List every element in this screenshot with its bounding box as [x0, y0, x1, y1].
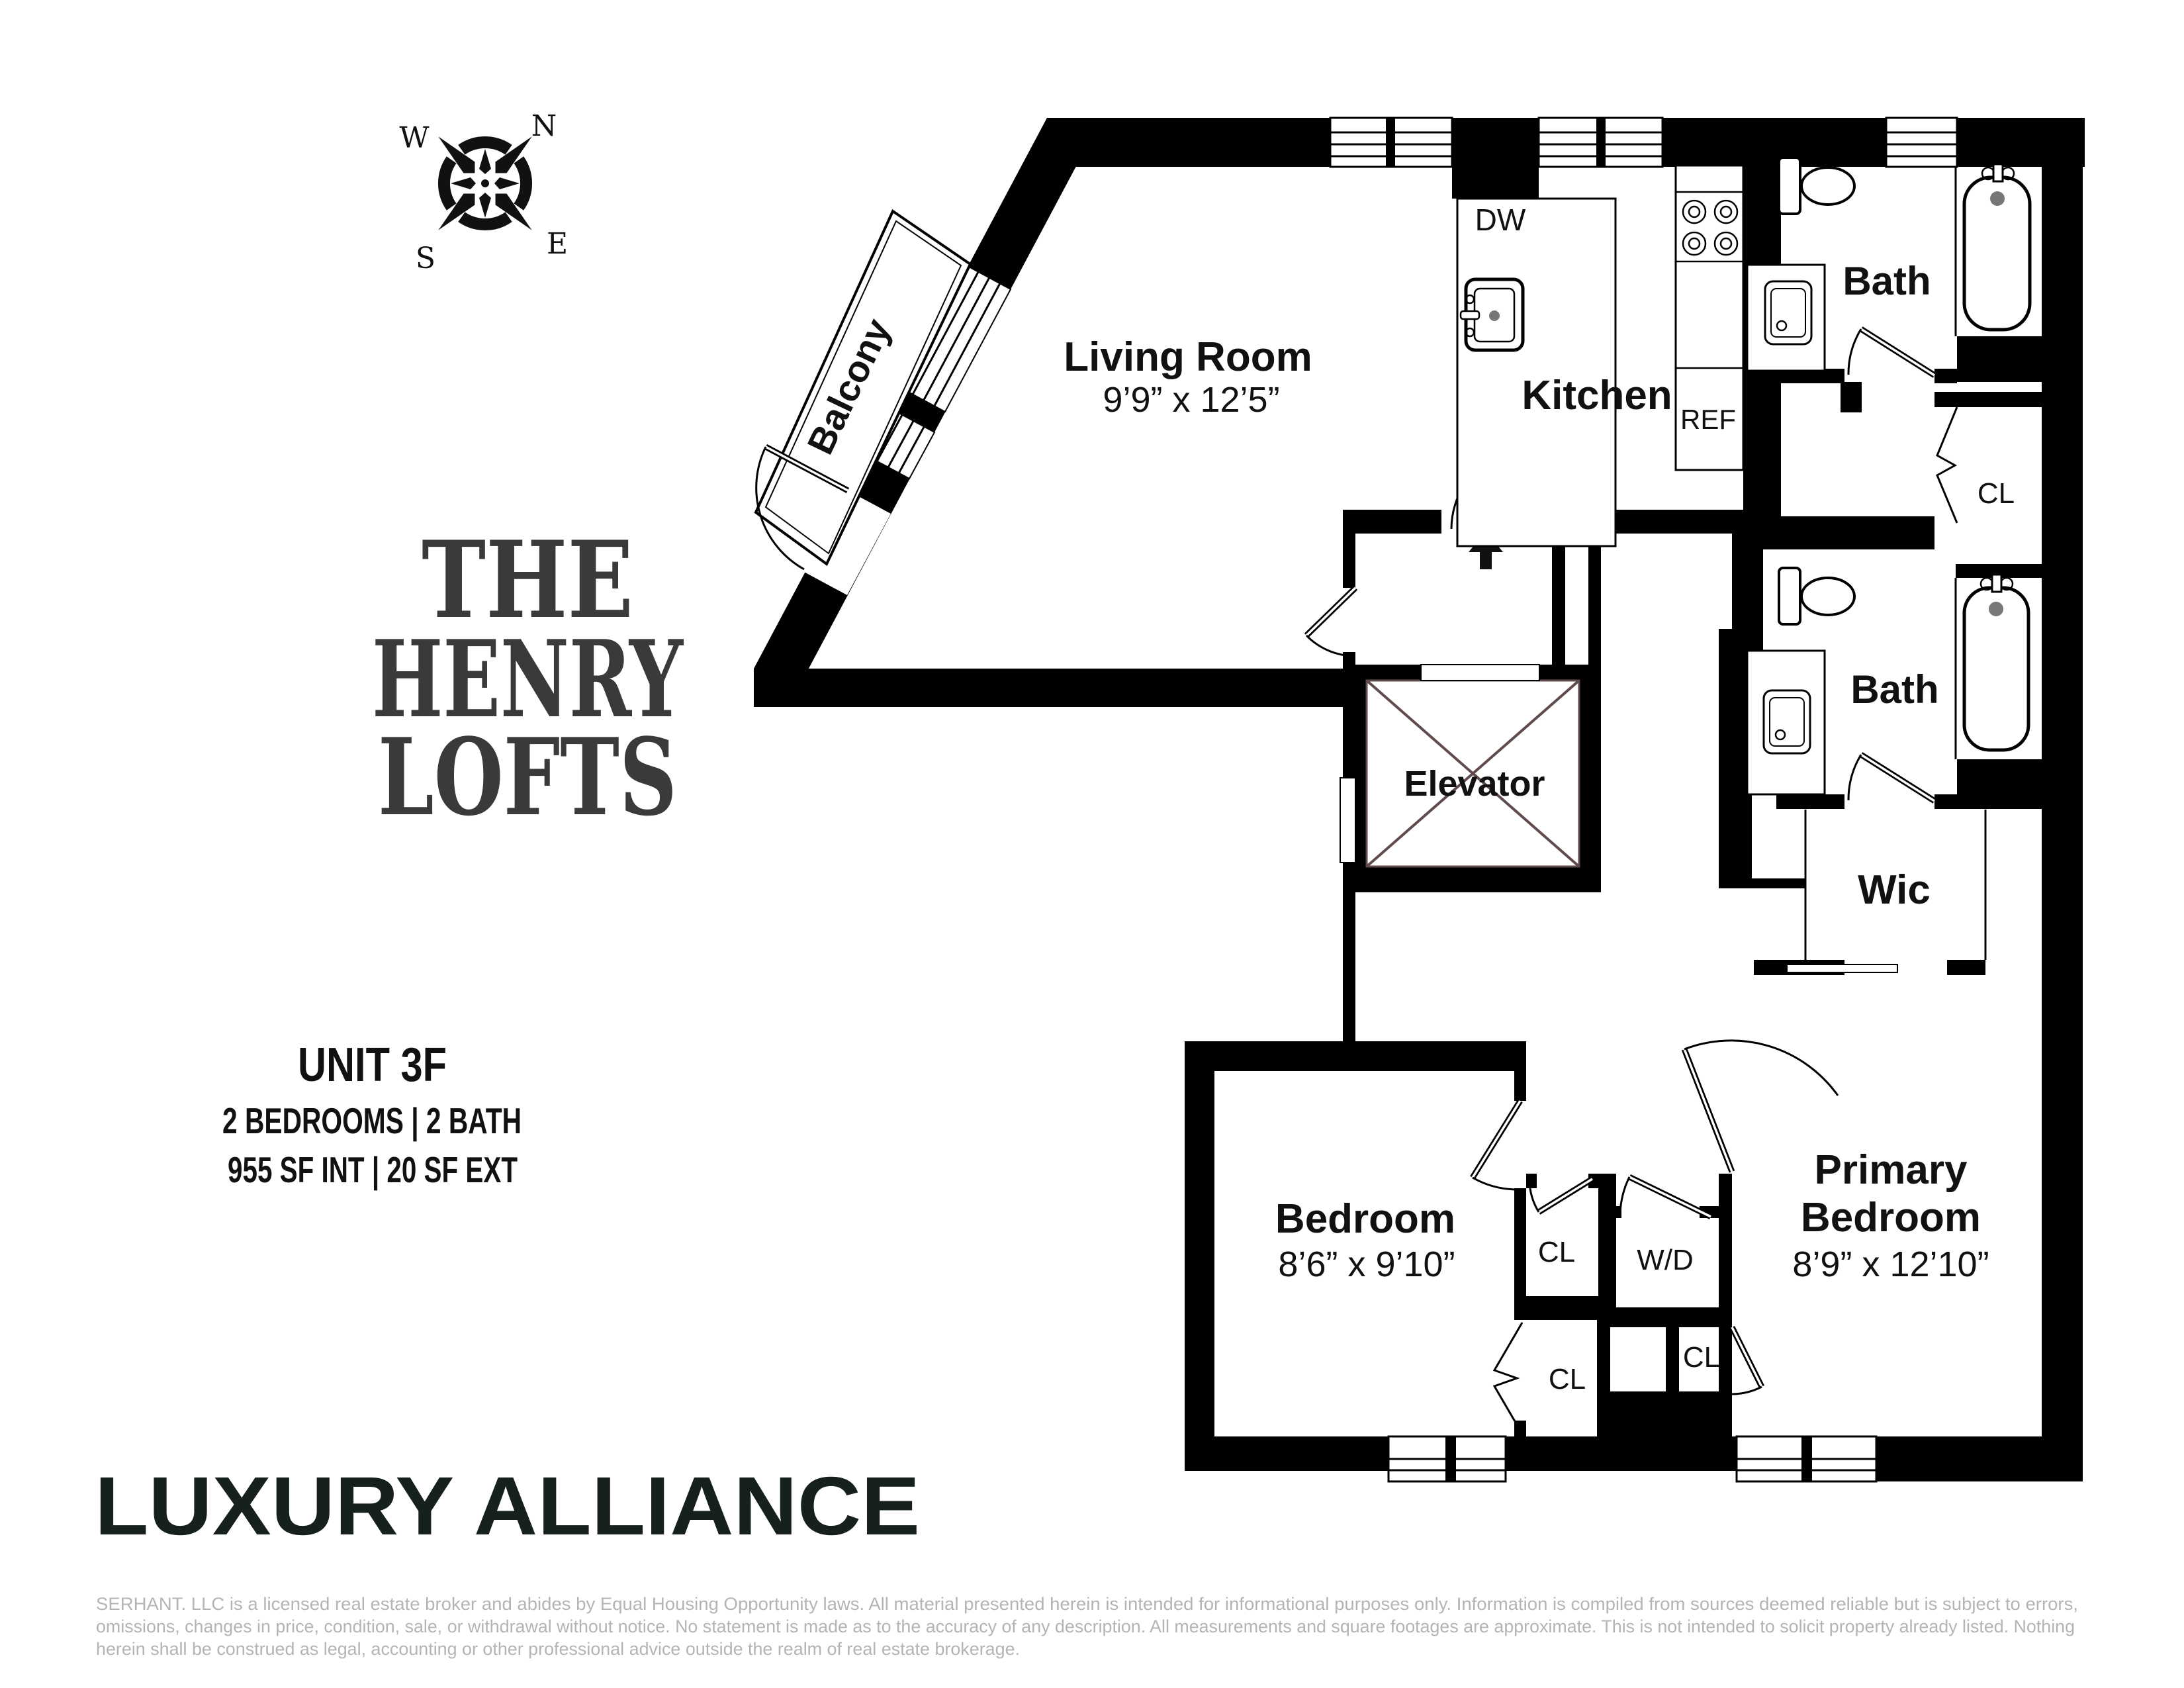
disclaimer-line3: herein shall be construed as legal, acco… — [96, 1639, 1020, 1659]
bathtub-icon — [1954, 573, 2030, 759]
compass-west-label: W — [399, 121, 430, 155]
unit-area: 955 SF INT | 20 SF EXT — [228, 1149, 518, 1191]
compass-north-label: N — [531, 109, 557, 143]
kitchen-counter — [1674, 164, 1745, 471]
refrigerator-label: REF — [1680, 404, 1736, 435]
vanity-sink — [1746, 649, 1826, 796]
bath-2: Bath — [1746, 567, 2030, 804]
vanity-sink — [1746, 263, 1826, 372]
elevator: Elevator — [1340, 664, 1580, 868]
closet1-door-arc — [1528, 1178, 1540, 1213]
disclaimer-line2: omissions, changes in price, condition, … — [96, 1617, 2075, 1636]
window-diagonal-1 — [901, 265, 1012, 413]
brokerage-logo: LUXURY ALLIANCE — [95, 1460, 920, 1552]
window-top-a — [1329, 117, 1453, 168]
unit-name: UNIT 3F — [298, 1039, 447, 1092]
bath2-door-arc — [1847, 754, 1862, 801]
living-room: Living Room 9’9” x 12’5” — [1064, 334, 1312, 420]
living-room-dims: 9’9” x 12’5” — [1103, 380, 1279, 420]
closet2-label: CL — [1549, 1363, 1586, 1395]
living-room-label: Living Room — [1064, 334, 1312, 380]
stove-icon — [1682, 199, 1739, 256]
bedroom-door-arc — [1472, 1176, 1518, 1191]
closet-bifold-door — [1936, 406, 1958, 524]
bath1-door-arc — [1847, 328, 1862, 375]
window-top-c — [1885, 117, 1958, 168]
kitchen-label: Kitchen — [1522, 373, 1672, 418]
toilet-icon — [1778, 567, 1856, 626]
bath1-label: Bath — [1843, 259, 1931, 303]
compass-south-label: S — [416, 242, 435, 275]
elevator-side-panel — [1340, 777, 1356, 863]
building-title-line1: THE — [422, 518, 633, 642]
bath-1: Bath — [1746, 156, 2032, 378]
compass-arms — [438, 136, 532, 230]
wd-door-arc — [1619, 1176, 1631, 1215]
elevator-label: Elevator — [1404, 764, 1545, 804]
compass-east-label: E — [547, 227, 568, 261]
primary-bedroom: Primary Bedroom 8’9” x 12’10” — [1681, 1039, 1989, 1284]
balcony-door-opening — [804, 491, 891, 595]
compass-rose-icon: N E S W — [399, 109, 568, 275]
island-sink — [1459, 277, 1525, 352]
washer-dryer-label: W/D — [1637, 1244, 1694, 1276]
bedroom-label: Bedroom — [1275, 1196, 1455, 1242]
elevator-x-line — [1365, 679, 1580, 868]
window-bay-primary — [1735, 1435, 1878, 1483]
wic-sliding-door — [1786, 964, 1898, 973]
floor-plan: Balcony Elevator — [754, 117, 2085, 1483]
closet3-label: CL — [1683, 1341, 1720, 1374]
closet3-door-arc — [1731, 1385, 1762, 1395]
unit-info: UNIT 3F 2 BEDROOMS | 2 BATH 955 SF INT |… — [222, 1039, 522, 1191]
balcony: Balcony — [754, 209, 972, 571]
disclaimer: SERHANT. LLC is a licensed real estate b… — [96, 1594, 2078, 1659]
bathtub-icon — [1954, 163, 2032, 336]
primary-label-line2: Bedroom — [1801, 1195, 1981, 1241]
bedroom: Bedroom 8’6” x 9’10” — [1275, 1099, 1524, 1434]
toilet-icon — [1778, 156, 1856, 215]
kitchen: DW REF Kitchen — [1456, 164, 1745, 547]
bedroom-closet-bifold-door — [1492, 1322, 1524, 1434]
window-top-b — [1537, 117, 1664, 168]
balcony-door-arc — [755, 446, 805, 571]
kitchen-island — [1456, 197, 1617, 547]
building-title: THE HENRY LOFTS — [372, 518, 684, 839]
closets-utility: CL W/D CL CL — [1528, 1174, 1765, 1395]
primary-door-arc — [1684, 1039, 1839, 1096]
living-hall-door-arc — [1305, 634, 1353, 657]
primary-dims: 8’9” x 12’10” — [1792, 1244, 1989, 1284]
unit-beds-baths: 2 BEDROOMS | 2 BATH — [222, 1100, 522, 1142]
walk-in-closet: Wic — [1786, 810, 1987, 973]
building-title-line3: LOFTS — [378, 715, 677, 839]
window-bay-bedroom — [1387, 1435, 1507, 1483]
closet1-label: CL — [1538, 1236, 1575, 1268]
primary-label-line1: Primary — [1815, 1147, 1968, 1193]
bath2-label: Bath — [1850, 667, 1938, 712]
disclaimer-line1: SERHANT. LLC is a licensed real estate b… — [96, 1594, 2078, 1614]
hall-closet-label: CL — [1978, 477, 2015, 510]
dishwasher-label: DW — [1475, 203, 1526, 237]
bedroom-dims: 8’6” x 9’10” — [1278, 1244, 1455, 1284]
hall-closet: CL — [1936, 406, 2015, 524]
elevator-door — [1420, 664, 1540, 681]
building-title-line2: HENRY — [372, 617, 684, 741]
wic-label: Wic — [1858, 867, 1931, 913]
